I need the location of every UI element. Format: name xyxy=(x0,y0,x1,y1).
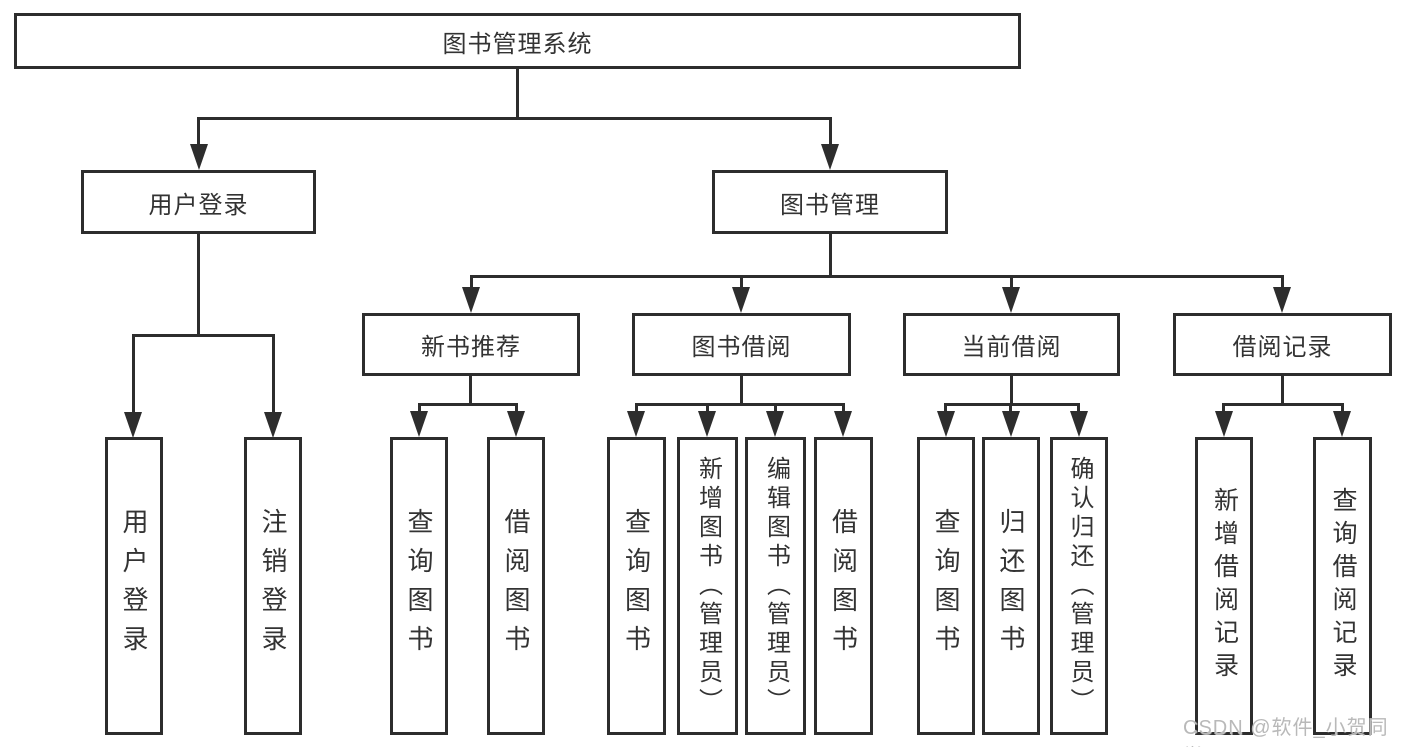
connector-vline xyxy=(197,234,200,336)
connector-hline xyxy=(944,403,1080,406)
leaf-add-borrow-record: 新增借阅记录 xyxy=(1195,437,1253,735)
leaf-label: 查询图书 xyxy=(931,508,961,664)
leaf-edit-books-admin: 编辑图书（管理员） xyxy=(745,437,806,735)
arrow-down-icon xyxy=(766,411,784,437)
connector-vline xyxy=(1010,376,1013,405)
arrow-down-icon xyxy=(1215,411,1233,437)
connector-vline xyxy=(740,275,743,289)
node-user-login: 用户登录 xyxy=(81,170,316,234)
leaf-label: 查询图书 xyxy=(404,508,434,664)
arrow-down-icon xyxy=(264,412,282,438)
node-label: 图书管理 xyxy=(780,191,880,219)
arrow-down-icon xyxy=(410,411,428,437)
connector-hline xyxy=(197,117,832,120)
connector-vline xyxy=(635,403,638,413)
leaf-logout: 注销登录 xyxy=(244,437,302,735)
node-label: 借阅记录 xyxy=(1232,334,1333,361)
arrow-down-icon xyxy=(1002,287,1020,313)
leaf-borrow-books: 借阅图书 xyxy=(814,437,873,735)
arrow-down-icon xyxy=(1002,411,1020,437)
leaf-label: 借阅图书 xyxy=(501,508,531,664)
connector-vline xyxy=(1281,275,1284,289)
leaf-borrow-books: 借阅图书 xyxy=(487,437,545,735)
node-label: 用户登录 xyxy=(148,191,249,219)
leaf-user-login: 用户登录 xyxy=(105,437,163,735)
connector-vline xyxy=(515,403,518,413)
arrow-down-icon xyxy=(124,412,142,438)
arrow-down-icon xyxy=(732,287,750,313)
connector-vline xyxy=(1010,275,1013,289)
arrow-down-icon xyxy=(462,287,480,313)
connector-vline xyxy=(470,275,473,289)
connector-vline xyxy=(944,403,947,413)
arrow-down-icon xyxy=(1070,411,1088,437)
node-label: 图书借阅 xyxy=(691,334,792,361)
connector-vline xyxy=(829,234,832,277)
node-new-book-recommend: 新书推荐 xyxy=(362,313,580,376)
node-current-borrowing: 当前借阅 xyxy=(903,313,1120,376)
arrow-down-icon xyxy=(507,411,525,437)
node-label: 图书管理系统 xyxy=(442,30,593,58)
connector-vline xyxy=(829,117,832,147)
arrow-down-icon xyxy=(834,411,852,437)
connector-hline xyxy=(470,275,1284,278)
node-book-management: 图书管理 xyxy=(712,170,948,234)
leaf-confirm-return-admin: 确认归还（管理员） xyxy=(1050,437,1108,735)
connector-vline xyxy=(132,334,135,414)
connector-vline xyxy=(740,376,743,405)
leaf-return-books: 归还图书 xyxy=(982,437,1040,735)
connector-vline xyxy=(197,117,200,147)
arrow-down-icon xyxy=(190,144,208,170)
connector-vline xyxy=(1281,376,1284,405)
connector-vline xyxy=(1077,403,1080,413)
connector-hline xyxy=(635,403,845,406)
arrow-down-icon xyxy=(1333,411,1351,437)
connector-vline xyxy=(706,403,709,413)
leaf-label: 新增借阅记录 xyxy=(1210,487,1239,685)
connector-vline xyxy=(774,403,777,413)
node-label: 当前借阅 xyxy=(961,334,1062,361)
node-label: 新书推荐 xyxy=(421,334,521,361)
leaf-query-books: 查询图书 xyxy=(607,437,666,735)
connector-vline xyxy=(418,403,421,413)
leaf-label: 借阅图书 xyxy=(828,508,859,664)
arrow-down-icon xyxy=(821,144,839,170)
arrow-down-icon xyxy=(698,411,716,437)
leaf-label: 新增图书（管理员） xyxy=(694,455,722,717)
connector-vline xyxy=(1341,403,1344,413)
connector-vline xyxy=(1009,403,1012,413)
leaf-label: 确认归还（管理员） xyxy=(1066,455,1093,717)
arrow-down-icon xyxy=(627,411,645,437)
leaf-label: 查询借阅记录 xyxy=(1329,487,1357,685)
connector-vline xyxy=(272,334,275,414)
connector-vline xyxy=(1222,403,1225,413)
arrow-down-icon xyxy=(1273,287,1291,313)
leaf-label: 编辑图书（管理员） xyxy=(762,455,790,717)
connector-hline xyxy=(1222,403,1343,406)
leaf-label: 查询图书 xyxy=(621,508,652,664)
leaf-add-books-admin: 新增图书（管理员） xyxy=(677,437,738,735)
node-book-borrowing: 图书借阅 xyxy=(632,313,851,376)
leaf-query-borrow-record: 查询借阅记录 xyxy=(1313,437,1372,735)
leaf-label: 用户登录 xyxy=(119,508,149,664)
leaf-query-books: 查询图书 xyxy=(917,437,975,735)
node-borrow-records: 借阅记录 xyxy=(1173,313,1392,376)
leaf-query-books: 查询图书 xyxy=(390,437,448,735)
connector-vline xyxy=(516,69,519,118)
connector-vline xyxy=(842,403,845,413)
connector-hline xyxy=(418,403,518,406)
connector-hline xyxy=(132,334,274,337)
connector-vline xyxy=(469,376,472,405)
arrow-down-icon xyxy=(937,411,955,437)
csdn-watermark: CSDN @软件_小贺同学 xyxy=(1183,717,1389,747)
leaf-label: 归还图书 xyxy=(996,508,1026,664)
leaf-label: 注销登录 xyxy=(258,508,288,664)
node-library-system: 图书管理系统 xyxy=(14,13,1021,69)
